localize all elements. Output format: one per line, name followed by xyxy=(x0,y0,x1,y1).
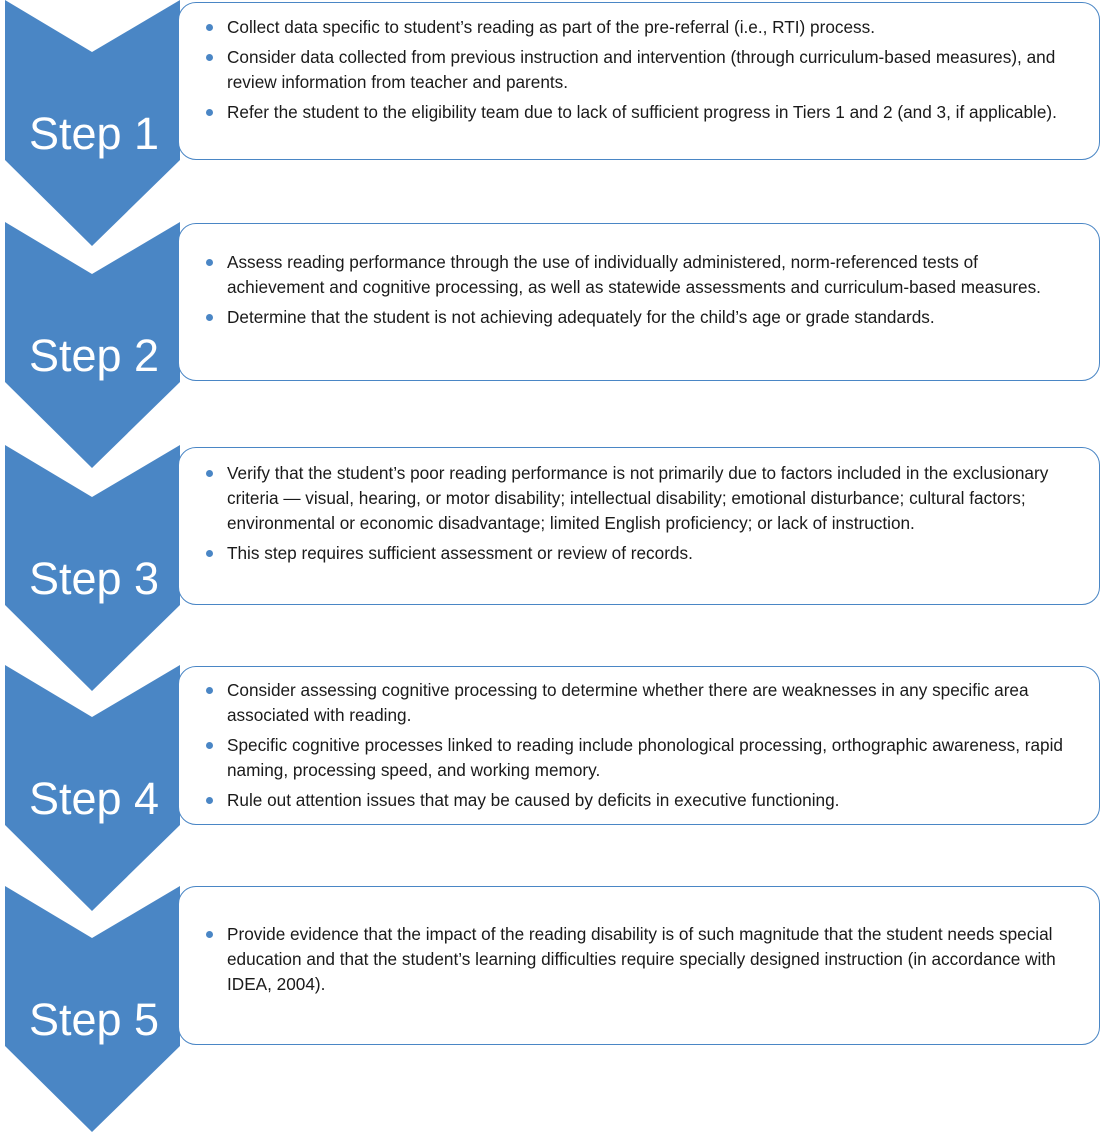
list-item: Determine that the student is not achiev… xyxy=(179,305,1099,330)
list-item: Collect data specific to student’s readi… xyxy=(179,15,1099,40)
step-5-content-box: Provide evidence that the impact of the … xyxy=(178,886,1100,1045)
bullet-text: Specific cognitive processes linked to r… xyxy=(227,735,1063,780)
bullet-icon xyxy=(206,550,213,557)
step-4-label: Step 4 xyxy=(28,773,160,824)
step-1-bullet-list: Collect data specific to student’s readi… xyxy=(179,15,1099,125)
bullet-icon xyxy=(206,24,213,31)
step-2-chevron xyxy=(0,222,185,472)
step-4-bullet-list: Consider assessing cognitive processing … xyxy=(179,678,1099,813)
step-1-chevron xyxy=(0,0,185,250)
list-item: Verify that the student’s poor reading p… xyxy=(179,461,1099,536)
step-2-content-box: Assess reading performance through the u… xyxy=(178,223,1100,381)
bullet-icon xyxy=(206,470,213,477)
step-5-chevron xyxy=(0,886,185,1136)
bullet-text: Rule out attention issues that may be ca… xyxy=(227,790,840,810)
step-1-content-box: Collect data specific to student’s readi… xyxy=(178,2,1100,160)
bullet-text: Consider assessing cognitive processing … xyxy=(227,680,1029,725)
bullet-icon xyxy=(206,687,213,694)
bullet-text: Consider data collected from previous in… xyxy=(227,47,1056,92)
list-item: Refer the student to the eligibility tea… xyxy=(179,100,1099,125)
bullet-text: Provide evidence that the impact of the … xyxy=(227,924,1056,994)
step-2-label: Step 2 xyxy=(28,330,160,381)
list-item: Specific cognitive processes linked to r… xyxy=(179,733,1099,783)
list-item: Rule out attention issues that may be ca… xyxy=(179,788,1099,813)
bullet-icon xyxy=(206,109,213,116)
bullet-text: Verify that the student’s poor reading p… xyxy=(227,463,1049,533)
step-4-content-box: Consider assessing cognitive processing … xyxy=(178,666,1100,825)
list-item: Consider data collected from previous in… xyxy=(179,45,1099,95)
step-3-content-box: Verify that the student’s poor reading p… xyxy=(178,447,1100,605)
bullet-text: Collect data specific to student’s readi… xyxy=(227,17,876,37)
bullet-text: Assess reading performance through the u… xyxy=(227,252,1041,297)
bullet-icon xyxy=(206,54,213,61)
step-3-label: Step 3 xyxy=(28,553,160,604)
bullet-text: This step requires sufficient assessment… xyxy=(227,543,693,563)
list-item: Assess reading performance through the u… xyxy=(179,250,1099,300)
step-3-bullet-list: Verify that the student’s poor reading p… xyxy=(179,461,1099,566)
step-5-bullet-list: Provide evidence that the impact of the … xyxy=(179,922,1099,997)
step-1-label: Step 1 xyxy=(28,108,160,159)
step-4-chevron xyxy=(0,665,185,915)
step-2-bullet-list: Assess reading performance through the u… xyxy=(179,250,1099,330)
step-3-chevron xyxy=(0,445,185,695)
bullet-icon xyxy=(206,931,213,938)
bullet-icon xyxy=(206,742,213,749)
step-5-label: Step 5 xyxy=(28,994,160,1045)
bullet-icon xyxy=(206,314,213,321)
bullet-icon xyxy=(206,259,213,266)
bullet-text: Determine that the student is not achiev… xyxy=(227,307,935,327)
bullet-text: Refer the student to the eligibility tea… xyxy=(227,102,1057,122)
bullet-icon xyxy=(206,797,213,804)
list-item: This step requires sufficient assessment… xyxy=(179,541,1099,566)
list-item: Consider assessing cognitive processing … xyxy=(179,678,1099,728)
list-item: Provide evidence that the impact of the … xyxy=(179,922,1099,997)
